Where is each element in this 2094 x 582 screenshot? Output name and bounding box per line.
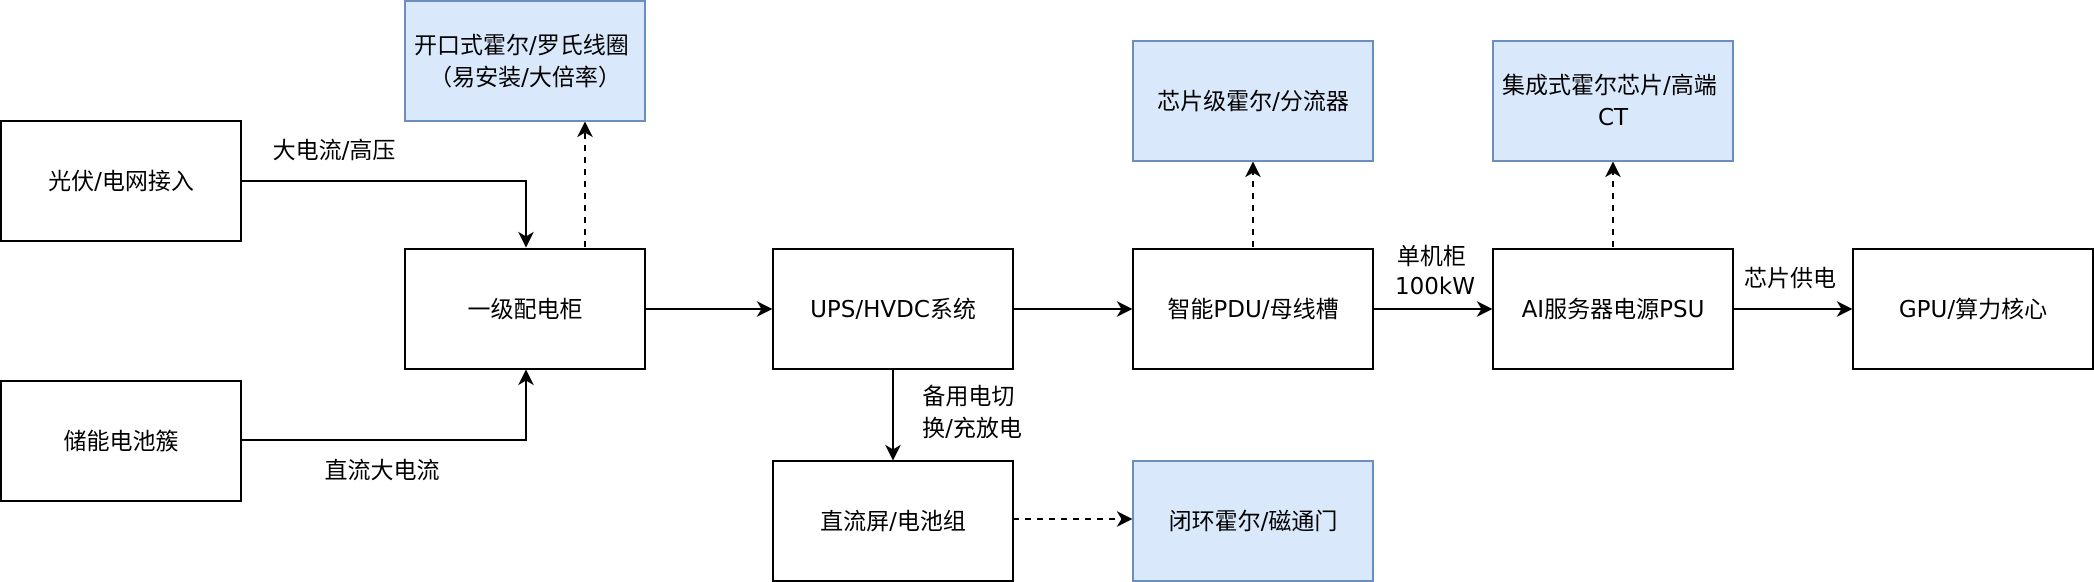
- node-chip-hall: 芯片级霍尔/分流器: [1132, 40, 1374, 162]
- node-storage: 储能电池簇: [0, 380, 242, 502]
- node-gpu-core-label: GPU/算力核心: [1899, 297, 2047, 323]
- node-pv-grid-label: 光伏/电网接入: [48, 169, 194, 195]
- node-ups-hvdc: UPS/HVDC系统: [772, 248, 1014, 370]
- node-primary-cabinet-label: 一级配电柜: [468, 297, 583, 323]
- node-dc-screen: 直流屏/电池组: [772, 460, 1014, 582]
- edge-labels: 大电流/高压 直流大电流 备用电切 换/充放电 单机柜 100kW 芯片供电: [273, 138, 1836, 484]
- node-primary-cabinet: 一级配电柜: [404, 248, 646, 370]
- node-ai-psu-label: AI服务器电源PSU: [1522, 297, 1705, 323]
- label-dc-high-current: 直流大电流: [325, 458, 440, 484]
- label-high-current: 大电流/高压: [273, 138, 396, 164]
- node-ups-hvdc-label: UPS/HVDC系统: [810, 297, 976, 323]
- label-single-cabinet: 单机柜 100kW: [1395, 244, 1475, 300]
- edges: [241, 121, 1853, 527]
- node-gpu-core: GPU/算力核心: [1852, 248, 2094, 370]
- node-storage-label: 储能电池簇: [64, 429, 179, 455]
- node-open-loop-sensor: 开口式霍尔/罗氏线圈 （易安装/大倍率）: [404, 0, 646, 122]
- node-smart-pdu-label: 智能PDU/母线槽: [1167, 297, 1338, 323]
- node-open-loop-sensor-label: 开口式霍尔/罗氏线圈 （易安装/大倍率）: [414, 33, 636, 91]
- node-integrated-hall: 集成式霍尔芯片/高端 CT: [1492, 40, 1734, 162]
- node-smart-pdu: 智能PDU/母线槽: [1132, 248, 1374, 370]
- node-closed-loop-hall: 闭环霍尔/磁通门: [1132, 460, 1374, 582]
- node-pv-grid: 光伏/电网接入: [0, 120, 242, 242]
- node-closed-loop-hall-label: 闭环霍尔/磁通门: [1169, 509, 1338, 535]
- label-chip-power: 芯片供电: [1744, 266, 1836, 292]
- edge-pv-to-cabinet: [241, 180, 534, 248]
- node-chip-hall-label: 芯片级霍尔/分流器: [1157, 89, 1349, 115]
- node-dc-screen-label: 直流屏/电池组: [820, 509, 966, 535]
- edge-storage-to-cabinet: [241, 369, 534, 441]
- node-ai-psu: AI服务器电源PSU: [1492, 248, 1734, 370]
- label-backup-switch: 备用电切 换/充放电: [922, 384, 1022, 442]
- node-integrated-hall-label: 集成式霍尔芯片/高端 CT: [1502, 73, 1724, 131]
